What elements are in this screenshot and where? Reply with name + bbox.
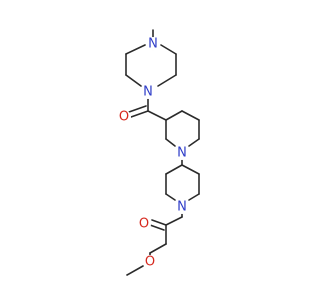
atom-label-n: N bbox=[177, 146, 187, 161]
atom-label-o: O bbox=[145, 255, 155, 270]
atom-n-piperazine-methyl: N bbox=[146, 37, 160, 52]
atom-label-o: O bbox=[119, 110, 129, 125]
bond-o-methyl bbox=[126, 265, 144, 276]
atom-o-amide-bottom: O bbox=[137, 217, 151, 232]
chemical-structure: N N O N N O O bbox=[117, 29, 200, 276]
bond-co-bottom-a bbox=[151, 219, 167, 226]
bond-lower-6 bbox=[188, 193, 200, 201]
bond-co-top-b bbox=[128, 105, 147, 113]
atom-n-piperidine-top: N bbox=[175, 146, 189, 161]
bond-co-bottom-b bbox=[149, 224, 165, 231]
bonds bbox=[125, 29, 200, 276]
atom-label-n: N bbox=[143, 85, 153, 100]
bond-piperidine-1 bbox=[165, 110, 183, 121]
atom-labels: N N O N N O O bbox=[117, 37, 189, 270]
bond-co-top-a bbox=[130, 110, 149, 118]
bond-piperazine-1 bbox=[125, 44, 146, 55]
atom-label-n: N bbox=[148, 37, 158, 52]
atom-n-piperazine-amide: N bbox=[141, 85, 155, 100]
bond-piperidine-4 bbox=[188, 138, 200, 147]
atom-n-piperidine-bottom: N bbox=[175, 200, 189, 215]
atom-label-n: N bbox=[177, 200, 187, 215]
bond-n-carbonyl-bottom-2 bbox=[165, 216, 183, 226]
bond-piperazine-6 bbox=[157, 74, 177, 87]
bond-lower-5 bbox=[165, 193, 176, 201]
bond-lower-2 bbox=[181, 164, 200, 175]
atom-o-methoxy: O bbox=[143, 255, 157, 270]
bond-piperazine-5 bbox=[125, 74, 142, 87]
bond-piperidine-6 bbox=[165, 138, 176, 147]
atom-label-o: O bbox=[139, 217, 149, 232]
atom-o-amide-top: O bbox=[117, 110, 131, 125]
bond-lower-1 bbox=[165, 164, 183, 175]
bond-chain-2 bbox=[149, 243, 167, 254]
bond-carbonyl-ring bbox=[147, 110, 167, 121]
bond-piperidine-2 bbox=[181, 110, 200, 121]
bond-piperazine-2 bbox=[160, 44, 177, 55]
